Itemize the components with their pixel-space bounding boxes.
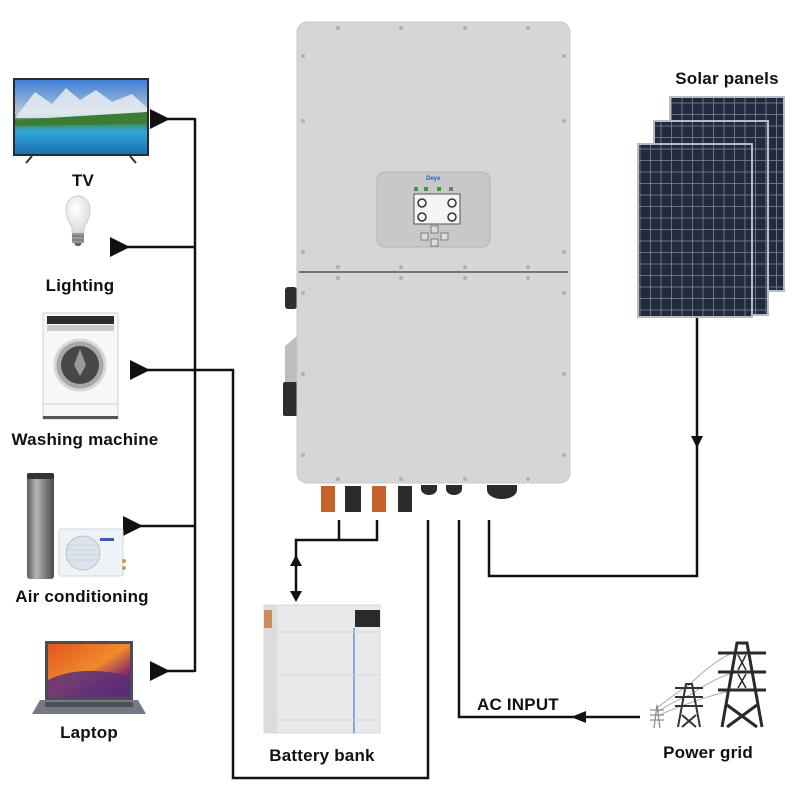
wire-to-washing-machine (130, 360, 235, 400)
inverter-side-handle (285, 287, 297, 309)
battery-wires (294, 520, 379, 598)
solar-arrow-down (691, 436, 703, 448)
laptop-icon (32, 641, 146, 714)
solar-panels (637, 96, 785, 318)
grid-gland (446, 485, 462, 495)
medium-tower (675, 683, 703, 728)
solar-panel-front (637, 143, 753, 318)
laptop-label: Laptop (60, 723, 118, 742)
solar-gland (487, 485, 517, 499)
solar-panels-label: Solar panels (675, 69, 779, 88)
inverter-buttons (420, 225, 449, 247)
ac-input-label: AC INPUT (477, 695, 559, 714)
inverter-screws (301, 26, 566, 481)
battery-arrow-down (290, 591, 302, 602)
air-conditioner-icon (27, 473, 126, 579)
inverter-side-bracket (285, 336, 297, 388)
battery-bank-device (263, 604, 381, 734)
tv-icon (13, 78, 149, 164)
battery-display (355, 610, 380, 627)
tv-label: TV (71, 171, 95, 190)
lighting-label: Lighting (45, 276, 115, 295)
inverter-brand-logo: Deye (426, 176, 441, 182)
washing-machine-label: Washing machine (11, 430, 159, 449)
battery-bank-label: Battery bank (269, 746, 375, 765)
power-grid-towers (650, 641, 766, 729)
washing-machine-icon (42, 312, 119, 420)
inverter (283, 21, 571, 512)
pv-connector (372, 486, 386, 512)
light-bulb-icon (65, 195, 91, 246)
load-gland (421, 485, 437, 495)
inverter-side-switch (283, 382, 297, 416)
large-tower (718, 641, 766, 729)
wire-load-output (231, 400, 430, 780)
inverter-body (296, 21, 571, 484)
battery-negative-connector (345, 486, 361, 512)
ac-input-arrow (571, 711, 586, 723)
small-tower (650, 704, 664, 729)
status-led-icons (414, 187, 453, 191)
aux-connector (398, 486, 412, 512)
power-grid-label: Power grid (663, 743, 753, 762)
load-bus-wires (110, 109, 235, 681)
battery-arrow-up (290, 555, 302, 566)
air-conditioning-label: Air conditioning (15, 587, 149, 606)
inverter-connectors (321, 485, 517, 512)
wire-ac-input (457, 520, 640, 719)
display-gauges (417, 198, 457, 222)
battery-positive-connector (321, 486, 335, 512)
